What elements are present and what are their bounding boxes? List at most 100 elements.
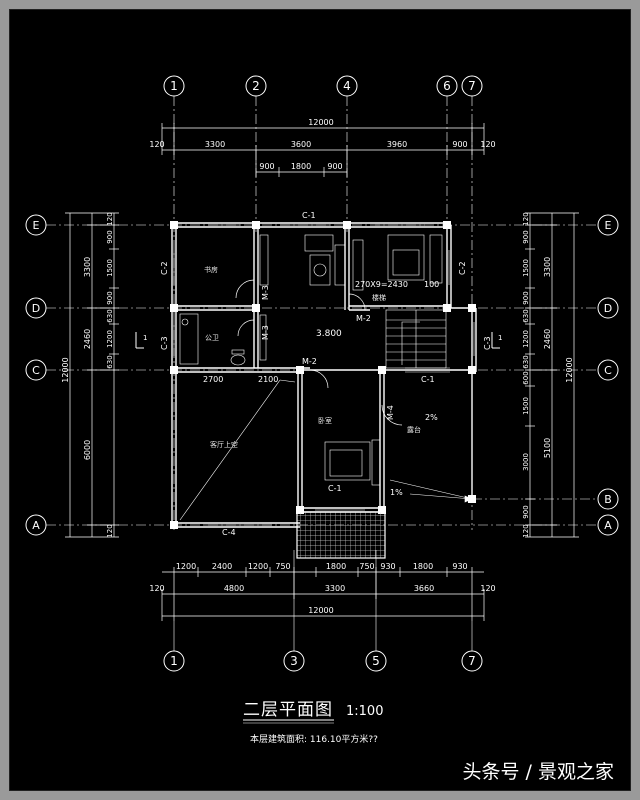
grid-label-bottom-1: 1: [170, 654, 178, 668]
dim-right-inner-7: 630: [522, 355, 530, 368]
dim-left-inner-4: 900: [106, 291, 114, 304]
dim-left-mid-2: 2460: [83, 329, 92, 349]
label-m3-b: M-3: [261, 325, 270, 340]
section-marks: [135, 332, 500, 349]
staircase: [385, 309, 447, 369]
section-mark-left-label: 1: [143, 334, 147, 342]
dim-left-mid-3: 6000: [83, 440, 92, 460]
label-m4: M-4: [386, 405, 395, 420]
dim-left-inner-7: 630: [106, 355, 114, 368]
label-c2-left: C-2: [160, 261, 169, 275]
grid-label-top-2: 2: [252, 79, 260, 93]
dim-bottom-8: 1800: [413, 562, 433, 571]
label-stair-small: 100: [424, 280, 439, 289]
dim-bottom-row2-4: 3660: [414, 584, 434, 593]
windows: [171, 222, 477, 528]
dim-bottom-row2-3: 3300: [325, 584, 345, 593]
dim-right-mid-3: 5100: [543, 438, 552, 458]
dim-right-inner-10: 3000: [522, 453, 530, 471]
label-level: 3.800: [316, 329, 342, 339]
dim-left-mid-1: 3300: [83, 257, 92, 277]
room-label-void: 客厅上空: [210, 440, 238, 449]
dim-bottom-5: 1800: [326, 562, 346, 571]
floor-plan-drawing: 1 2 4 6 7 12000 120 3300 3600 3960 900 1…: [25, 75, 619, 783]
dim-bottom-2: 2400: [212, 562, 232, 571]
dim-right-inner-11: 900: [522, 505, 530, 518]
dim-right-inner-8: 600: [522, 371, 530, 384]
dim-left-inner-1: 120: [106, 212, 114, 225]
grid-label-bottom-5: 5: [372, 654, 380, 668]
dim-top-6: 120: [480, 140, 495, 149]
drawing-scale: 1:100: [346, 704, 383, 719]
dim-top-1: 120: [149, 140, 164, 149]
dim-bottom-6: 750: [359, 562, 374, 571]
room-label-terrace: 露台: [407, 425, 421, 434]
label-c2-right: C-2: [458, 261, 467, 275]
dim-left-overall: 12000: [61, 357, 70, 382]
dim-bottom-row2-2: 4800: [224, 584, 244, 593]
section-mark-right-label: 1: [498, 334, 502, 342]
dim-bottom-row2-1: 120: [149, 584, 164, 593]
grid-label-right-E: E: [605, 219, 612, 232]
dim-right-inner-6: 1200: [522, 330, 530, 348]
dim-bottom-4: 750: [275, 562, 290, 571]
drawing-title: 二层平面图: [243, 700, 333, 720]
dim-right-overall: 12000: [565, 357, 574, 382]
label-slope-1: 2%: [425, 413, 438, 422]
label-lobby: 楼梯: [372, 293, 386, 302]
dim-right-inner-12: 120: [522, 524, 530, 537]
dim-top-sub-3: 900: [327, 162, 342, 171]
dim-left-inner-2: 900: [106, 230, 114, 243]
dim-left-inner-5: 630: [106, 309, 114, 322]
dim-right-inner-4: 900: [522, 291, 530, 304]
grid-label-bottom-3: 3: [290, 654, 298, 668]
dim-bottom-row2-5: 120: [480, 584, 495, 593]
grid-label-right-A: A: [604, 519, 612, 532]
dim-right-mid-2: 2460: [543, 329, 552, 349]
grid-label-top-7: 7: [468, 79, 476, 93]
dim-bottom-9: 930: [452, 562, 467, 571]
balcony-hatch: [296, 511, 386, 559]
right-dimension-lines: [525, 212, 579, 538]
grid-label-left-D: D: [32, 302, 40, 315]
dim-top-5: 900: [452, 140, 467, 149]
watermark: 头条号 / 景观之家: [463, 761, 614, 783]
drawing-sheet: 1 2 4 6 7 12000 120 3300 3600 3960 900 1…: [9, 9, 631, 791]
dim-top-2: 3300: [205, 140, 225, 149]
label-c4: C-4: [222, 528, 236, 537]
room-label-study: 书房: [204, 265, 218, 274]
room-label-bath: 公卫: [205, 334, 219, 342]
label-m2-a: M-2: [356, 314, 371, 323]
dim-right-inner-1: 120: [522, 212, 530, 225]
label-c1-bot: C-1: [328, 484, 342, 493]
bottom-dimension-lines: [161, 567, 485, 621]
dim-left-inner-8: 120: [106, 524, 114, 537]
area-note: 本层建筑面积: 116.10平方米??: [250, 733, 378, 745]
label-dim-2100: 2100: [258, 375, 278, 384]
dim-bottom-1: 1200: [176, 562, 196, 571]
grid-label-top-4: 4: [343, 79, 351, 93]
label-c1-top: C-1: [302, 211, 316, 220]
dim-top-3: 3600: [291, 140, 311, 149]
left-dimension-lines: [65, 212, 119, 538]
dim-top-sub-2: 1800: [291, 162, 311, 171]
dim-bottom-3: 1200: [248, 562, 268, 571]
furniture: [259, 234, 443, 486]
label-stair-dims: 270X9=2430: [355, 280, 408, 289]
label-c1-mid: C-1: [421, 375, 435, 384]
door-swings: [235, 279, 403, 426]
label-m2-b: M-2: [302, 357, 317, 366]
bathroom-fixtures: [179, 313, 246, 366]
dim-right-inner-2: 900: [522, 230, 530, 243]
grid-bubbles-bottom: [163, 550, 483, 672]
void-diagonals: [179, 379, 296, 521]
structural-columns: [170, 221, 476, 529]
dim-top-sub-1: 900: [259, 162, 274, 171]
grid-label-right-C: C: [604, 364, 612, 377]
dim-right-inner-5: 630: [522, 309, 530, 322]
grid-label-top-6: 6: [443, 79, 451, 93]
dim-right-mid-1: 3300: [543, 257, 552, 277]
label-c3-left: C-3: [160, 336, 169, 350]
grid-label-top-1: 1: [170, 79, 178, 93]
grid-label-right-D: D: [604, 302, 612, 315]
